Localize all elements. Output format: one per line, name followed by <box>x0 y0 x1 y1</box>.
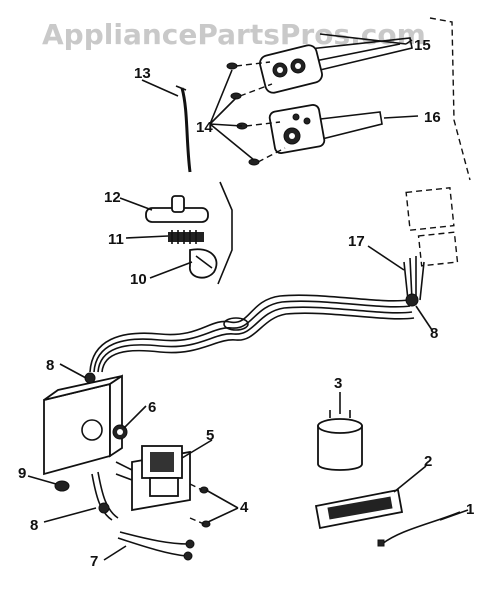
lower-wires <box>91 473 113 521</box>
callout-8-right: 8 <box>430 325 438 342</box>
part-11-hose <box>168 230 204 244</box>
callout-9: 9 <box>18 465 26 482</box>
part-2-label-plate <box>314 488 404 530</box>
callout-12: 12 <box>104 189 121 206</box>
part-16-terminal-block <box>268 104 383 154</box>
callout-15: 15 <box>414 37 431 54</box>
part-7-wire-leads <box>117 531 195 561</box>
part-10-clamp <box>189 248 218 279</box>
part-4-screws <box>189 483 211 528</box>
part-13-tube <box>180 87 192 173</box>
callout-14: 14 <box>196 119 213 136</box>
callout-4: 4 <box>240 499 249 516</box>
insulator-pad-upper <box>405 187 455 231</box>
callout-5: 5 <box>206 427 214 444</box>
part-12-tee-fitting <box>145 195 209 223</box>
callout-10: 10 <box>130 271 147 288</box>
callout-17: 17 <box>348 233 365 250</box>
callout-7: 7 <box>90 553 98 570</box>
callout-1: 1 <box>466 501 474 518</box>
part-17-wire-leads <box>403 256 425 307</box>
callout-16: 16 <box>424 109 441 126</box>
part-5-transformer <box>115 445 191 512</box>
callout-8-top: 8 <box>46 357 54 374</box>
callout-6: 6 <box>148 399 156 416</box>
callout-labels: 13 14 15 16 12 11 10 17 8 8 6 5 4 3 2 1 … <box>18 37 474 570</box>
leader-lines <box>27 33 469 561</box>
part-15-terminal-block <box>259 37 413 94</box>
part-9-nut <box>54 480 70 492</box>
callout-2: 2 <box>424 453 432 470</box>
wire-harness <box>89 294 415 373</box>
bracket-outline <box>429 17 471 181</box>
callout-13: 13 <box>134 65 151 82</box>
tube-group-outline <box>217 181 233 285</box>
part-6-grommet <box>112 424 128 440</box>
part-3-capacitor <box>317 410 363 471</box>
watermark-text: AppliancePartsPros.com <box>42 18 426 51</box>
callout-11: 11 <box>108 231 124 248</box>
callout-8-bottom: 8 <box>30 517 38 534</box>
insulator-pad-lower <box>417 231 459 267</box>
junction-box <box>43 372 123 476</box>
callout-3: 3 <box>334 375 342 392</box>
